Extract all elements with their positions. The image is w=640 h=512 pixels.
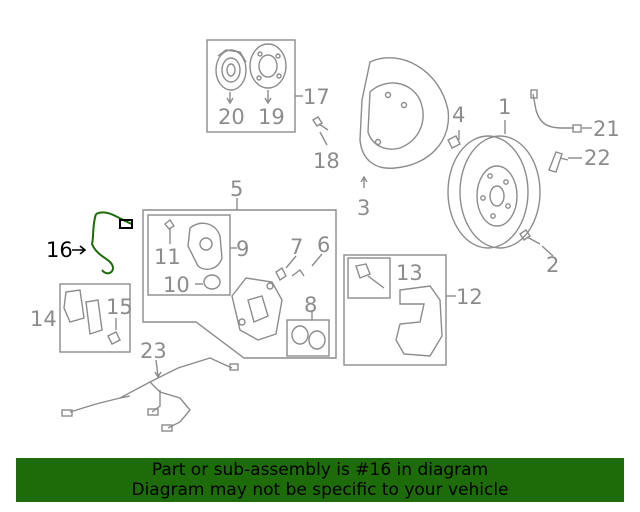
seal-8a <box>291 325 309 345</box>
brake-pad-14 <box>63 289 103 335</box>
bolt-2 <box>519 229 541 245</box>
callout-10: 10 <box>163 273 190 297</box>
caliper-carrier <box>231 277 283 341</box>
bolt-18 <box>312 116 329 131</box>
bleeder-7 <box>275 266 287 282</box>
bolt-4 <box>447 135 461 149</box>
seal-8b <box>308 330 326 350</box>
wear-sensor-16-highlighted <box>90 211 133 275</box>
callout-9: 9 <box>236 237 249 261</box>
callout-21: 21 <box>593 117 620 141</box>
callout-4: 4 <box>452 103 465 127</box>
callout-11: 11 <box>154 245 181 269</box>
info-banner: Part or sub-assembly is #16 in diagram D… <box>16 458 624 502</box>
callout-7: 7 <box>290 235 303 259</box>
callout-18: 18 <box>313 149 340 173</box>
callout-6: 6 <box>317 233 330 257</box>
banner-line-1: Part or sub-assembly is #16 in diagram <box>151 460 489 480</box>
callout-13: 13 <box>396 261 423 285</box>
sensor-22 <box>548 151 569 173</box>
callout-5: 5 <box>230 177 243 201</box>
callout-20: 20 <box>218 105 245 129</box>
callout-3: 3 <box>357 196 370 220</box>
bolt-15 <box>107 331 121 345</box>
box-guide-pin <box>347 257 391 299</box>
bolt-6 <box>291 268 305 277</box>
splash-shield-3 <box>359 57 450 169</box>
callout-14: 14 <box>30 307 57 331</box>
callout-17: 17 <box>303 85 330 109</box>
callout-2: 2 <box>546 253 559 277</box>
guide-pin-13 <box>355 263 385 289</box>
callout-16: 16 <box>46 238 73 262</box>
callout-8: 8 <box>304 293 317 317</box>
callout-12: 12 <box>456 285 483 309</box>
wiring-harness-23 <box>61 357 239 432</box>
callout-labels: 1 2 3 4 5 6 7 8 9 10 11 12 13 14 15 16 1… <box>30 85 620 363</box>
callout-19: 19 <box>258 105 285 129</box>
callout-1: 1 <box>498 95 511 119</box>
brake-rotor-1 <box>447 135 541 249</box>
callout-15: 15 <box>106 295 133 319</box>
caliper-bracket-12 <box>395 285 443 357</box>
seal-10 <box>203 274 221 290</box>
banner-line-2: Diagram may not be specific to your vehi… <box>131 480 509 500</box>
hub-bearing-20 <box>215 49 247 91</box>
hub-flange-19 <box>249 43 287 89</box>
bolt-11 <box>164 218 175 244</box>
caliper-piston-9 <box>187 222 223 270</box>
callout-22: 22 <box>584 146 611 170</box>
callout-23: 23 <box>140 339 167 363</box>
wear-sensor-21 <box>530 89 582 133</box>
